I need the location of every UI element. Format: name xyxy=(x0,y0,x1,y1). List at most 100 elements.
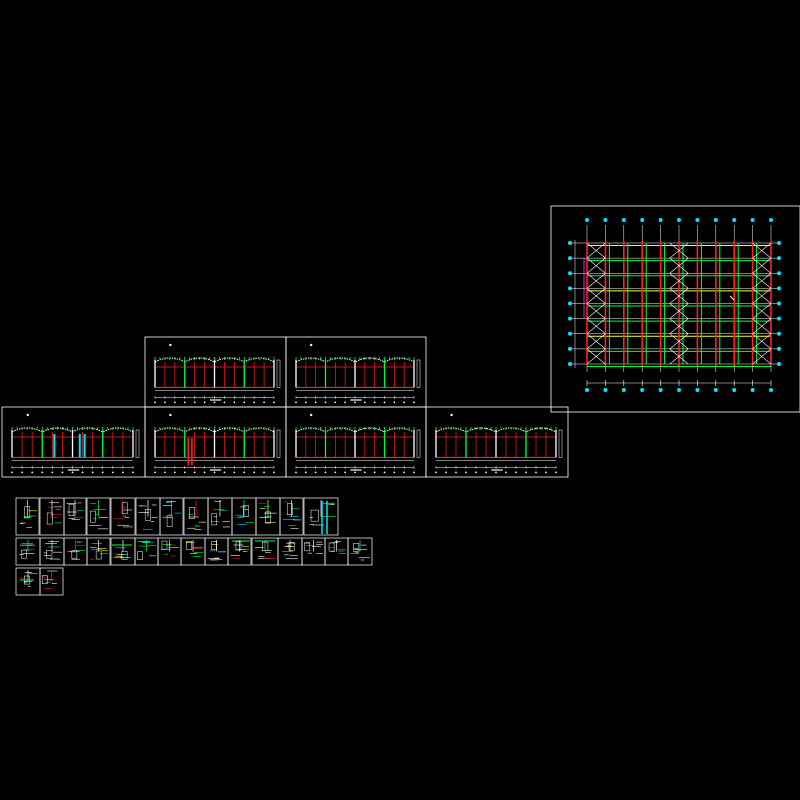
grid-bubble-icon xyxy=(383,401,386,404)
detail-sheet[interactable] xyxy=(347,537,373,566)
grid-bubble-icon xyxy=(253,401,256,404)
grid-bubble-icon xyxy=(777,362,781,366)
grid-bubble-icon xyxy=(445,471,447,474)
grid-bubble-icon xyxy=(363,401,366,404)
grid-bubble-icon xyxy=(525,471,527,474)
grid-bubble-icon xyxy=(193,471,196,474)
grid-bubble-icon xyxy=(324,471,327,474)
grid-bubble-icon xyxy=(71,471,74,474)
section-mark-icon xyxy=(26,413,29,417)
detail-sheet[interactable] xyxy=(279,497,304,536)
section-mark-icon xyxy=(169,343,172,347)
grid-bubble-icon xyxy=(363,471,366,474)
detail-sheet[interactable] xyxy=(63,497,87,536)
detail-sheet[interactable] xyxy=(180,537,206,566)
grid-bubble-icon xyxy=(314,471,317,474)
detail-sheet[interactable] xyxy=(63,537,88,566)
grid-bubble-icon xyxy=(273,401,275,404)
grid-bubble-icon xyxy=(505,471,507,474)
grid-bubble-icon xyxy=(732,218,737,222)
detail-sheet[interactable] xyxy=(86,537,111,566)
detail-sheet[interactable] xyxy=(303,497,339,536)
plan-sheet[interactable] xyxy=(550,205,800,413)
grid-bubble-icon xyxy=(658,218,663,222)
grid-bubble-icon xyxy=(273,471,275,474)
detail-sheet[interactable] xyxy=(157,537,182,566)
grid-bubble-icon xyxy=(223,471,226,474)
drawing-layer xyxy=(1,205,800,596)
grid-bubble-icon xyxy=(695,388,700,392)
detail-sheet[interactable] xyxy=(231,497,257,536)
elevation-sheet[interactable] xyxy=(425,406,569,478)
grid-bubble-icon xyxy=(263,401,265,404)
detail-sheet[interactable] xyxy=(39,567,64,596)
grid-bubble-icon xyxy=(213,471,216,474)
grid-bubble-icon xyxy=(769,388,773,392)
elevation-sheet[interactable] xyxy=(144,406,287,478)
grid-bubble-icon xyxy=(640,218,645,222)
grid-bubble-icon xyxy=(515,471,517,474)
elevation-sheet[interactable] xyxy=(1,406,146,478)
grid-bubble-icon xyxy=(61,471,64,474)
grid-bubble-icon xyxy=(568,241,572,245)
grid-bubble-icon xyxy=(545,471,547,474)
elevation-sheet[interactable] xyxy=(144,336,287,408)
grid-bubble-icon xyxy=(750,388,755,392)
grid-bubble-icon xyxy=(183,401,186,404)
detail-sheet[interactable] xyxy=(110,497,136,536)
grid-bubble-icon xyxy=(173,401,176,404)
grid-bubble-icon xyxy=(91,471,94,474)
grid-bubble-icon xyxy=(354,401,356,404)
grid-bubble-icon xyxy=(31,471,34,474)
grid-bubble-icon xyxy=(393,471,396,474)
grid-bubble-icon xyxy=(233,401,236,404)
elevation-sheet[interactable] xyxy=(285,406,427,478)
grid-bubble-icon xyxy=(243,471,246,474)
grid-bubble-icon xyxy=(677,218,681,222)
grid-bubble-icon xyxy=(732,388,737,392)
grid-bubble-icon xyxy=(475,471,477,474)
grid-bubble-icon xyxy=(334,401,337,404)
grid-bubble-icon xyxy=(568,301,572,306)
grid-bubble-icon xyxy=(777,271,781,276)
detail-sheet[interactable] xyxy=(159,497,184,536)
grid-bubble-icon xyxy=(243,401,246,404)
grid-bubble-icon xyxy=(324,401,327,404)
grid-bubble-icon xyxy=(769,218,773,222)
detail-sheet[interactable] xyxy=(227,537,252,566)
grid-bubble-icon xyxy=(555,471,557,474)
section-mark-icon xyxy=(169,413,172,417)
grid-bubble-icon xyxy=(568,362,572,366)
grid-bubble-icon xyxy=(585,218,589,222)
grid-bubble-icon xyxy=(777,331,781,336)
grid-bubble-icon xyxy=(11,471,13,474)
detail-sheet[interactable] xyxy=(15,537,41,566)
grid-bubble-icon xyxy=(393,401,396,404)
grid-bubble-icon xyxy=(413,471,415,474)
grid-bubble-icon xyxy=(777,286,781,291)
grid-bubble-icon xyxy=(314,401,317,404)
grid-bubble-icon xyxy=(777,241,781,245)
grid-bubble-icon xyxy=(111,471,114,474)
grid-bubble-icon xyxy=(21,471,23,474)
grid-bubble-icon xyxy=(344,471,347,474)
grid-bubble-icon xyxy=(403,471,406,474)
grid-bubble-icon xyxy=(695,218,700,222)
grid-bubble-icon xyxy=(101,471,104,474)
grid-bubble-icon xyxy=(485,471,487,474)
detail-sheet[interactable] xyxy=(86,497,111,536)
grid-bubble-icon xyxy=(568,346,572,351)
grid-bubble-icon xyxy=(777,256,781,261)
detail-sheet[interactable] xyxy=(15,497,40,536)
grid-bubble-icon xyxy=(354,471,356,474)
grid-bubble-icon xyxy=(122,471,124,474)
grid-bubble-icon xyxy=(213,401,216,404)
grid-bubble-icon xyxy=(603,218,608,222)
grid-bubble-icon xyxy=(677,388,681,392)
grid-bubble-icon xyxy=(383,471,386,474)
grid-bubble-icon xyxy=(777,301,781,306)
grid-bubble-icon xyxy=(295,401,297,404)
grid-bubble-icon xyxy=(183,471,186,474)
